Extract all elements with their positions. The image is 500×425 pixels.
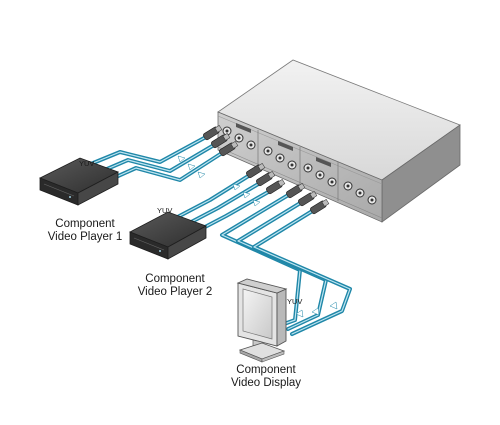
- video-player-2: [129, 211, 207, 260]
- player1-label-line1: Component: [55, 218, 115, 230]
- display-label: Component Video Display: [226, 364, 306, 390]
- display-label-line2: Video Display: [230, 377, 302, 389]
- video-switcher: [217, 59, 461, 223]
- video-display: [236, 278, 288, 363]
- player1-label: Component Video Player 1: [45, 218, 125, 244]
- player2-label-line2: Video Player 2: [137, 286, 213, 298]
- signal-arrows: [177, 155, 338, 318]
- rca-plugs: [203, 125, 330, 215]
- player1-label-line2: Video Player 1: [47, 231, 123, 243]
- display-label-line1: Component: [236, 364, 296, 376]
- player2-output-label: YUV: [157, 206, 173, 215]
- bnc-connectors: [222, 126, 377, 205]
- cable-display: [220, 192, 352, 336]
- player2-label: Component Video Player 2: [134, 273, 216, 299]
- player2-label-line1: Component: [145, 273, 205, 285]
- video-player-1: [39, 157, 119, 206]
- display-input-label: YUV: [287, 297, 303, 306]
- player1-output-label: YUV: [79, 159, 95, 168]
